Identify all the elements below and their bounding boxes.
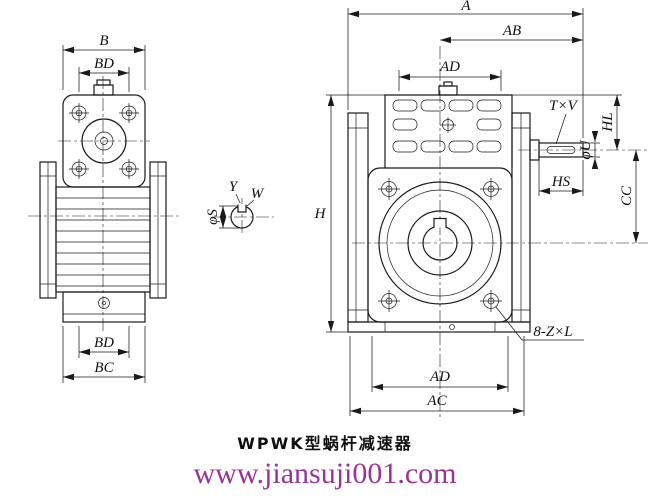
left-view-centerlines — [28, 76, 180, 334]
dim-label-b: B — [99, 33, 108, 49]
dim-label-ac: AC — [426, 393, 447, 409]
watermark[interactable]: www.jiansuji001.com — [193, 457, 456, 490]
dim-label-bd-bottom: BD — [94, 335, 114, 351]
dim-label-bolt-note: 8-Z×L — [533, 324, 572, 340]
dim-label-phi-u: φU — [578, 139, 594, 159]
left-view-dimensions: B BD BD BC — [62, 33, 146, 383]
right-view-dimensions: A AB AD H T×V φU HL HS CC 8-Z×L AD AC — [314, 0, 640, 416]
dim-label-cc: CC — [619, 185, 635, 206]
dim-label-hs: HS — [551, 174, 571, 190]
dim-label-w: W — [251, 186, 265, 202]
left-view-cooling-ribs — [56, 197, 150, 287]
left-view: B BD BD BC — [28, 33, 180, 383]
right-view-dim-lines — [326, 8, 640, 416]
right-view-centerlines — [352, 46, 648, 420]
keyway-mask — [237, 204, 247, 212]
right-view-base — [347, 321, 531, 333]
dim-label-ad-top: AD — [439, 59, 460, 75]
left-view-input-bore — [81, 118, 127, 164]
dim-label-a: A — [460, 0, 471, 14]
dim-label-ab: AB — [502, 23, 521, 39]
right-view-bolt-holes — [378, 178, 502, 312]
left-view-dim-lines — [62, 45, 146, 383]
dim-label-hl: HL — [600, 112, 616, 132]
dim-label-bd-top: BD — [94, 56, 114, 72]
dim-label-phi-s: φS — [205, 209, 221, 225]
left-view-body — [39, 79, 167, 323]
dim-label-y: Y — [229, 179, 239, 195]
dim-label-h: H — [314, 206, 327, 222]
shaft-section-detail: Y W φS — [205, 179, 274, 236]
output-shaft — [529, 139, 584, 161]
dim-label-bc: BC — [94, 360, 114, 376]
right-view-body — [347, 81, 584, 333]
cooling-fin-slots — [392, 99, 502, 153]
left-view-side-flanges — [39, 161, 167, 299]
dim-label-t-x-v: T×V — [549, 98, 578, 114]
detail-dim-lines — [219, 193, 255, 229]
left-view-base — [62, 291, 146, 323]
drawing-title: WPWK型蜗杆减速器 — [237, 434, 412, 453]
output-bore — [378, 181, 502, 305]
dim-label-ad-bottom: AD — [429, 369, 450, 385]
shaft-key-slot — [546, 146, 576, 154]
left-view-bolt-holes — [69, 103, 139, 179]
right-view: A AB AD H T×V φU HL HS CC 8-Z×L AD AC — [314, 0, 648, 420]
bore-keyway — [433, 217, 447, 228]
shaft-keyway — [237, 204, 247, 213]
